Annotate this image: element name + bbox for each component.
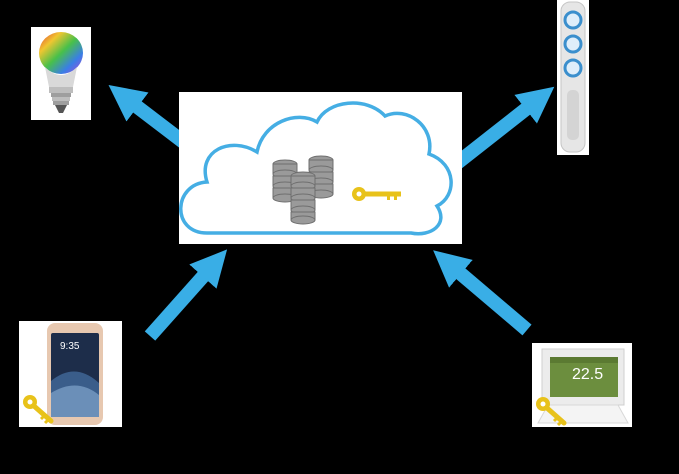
smart-remote-tile — [557, 0, 589, 155]
key-icon — [352, 187, 401, 201]
smartphone-tile: 9:35 — [19, 321, 122, 427]
arrow-from-phone — [144, 249, 228, 341]
thermostat-reading: 22.5 — [572, 366, 604, 383]
thermostat-tile: 22.5 — [532, 343, 632, 427]
phone-clock: 9:35 — [60, 341, 80, 352]
arrow-from-thermostat — [433, 250, 532, 336]
light-bulb-icon — [39, 32, 83, 113]
smartphone-icon — [47, 323, 103, 425]
cloud-panel — [179, 92, 462, 244]
arrow-to-remote — [451, 86, 555, 170]
key-icon — [536, 397, 567, 427]
key-icon — [23, 395, 54, 425]
database-icon — [272, 155, 334, 225]
smart-bulb-tile — [31, 27, 91, 120]
remote-control-icon — [560, 1, 586, 153]
